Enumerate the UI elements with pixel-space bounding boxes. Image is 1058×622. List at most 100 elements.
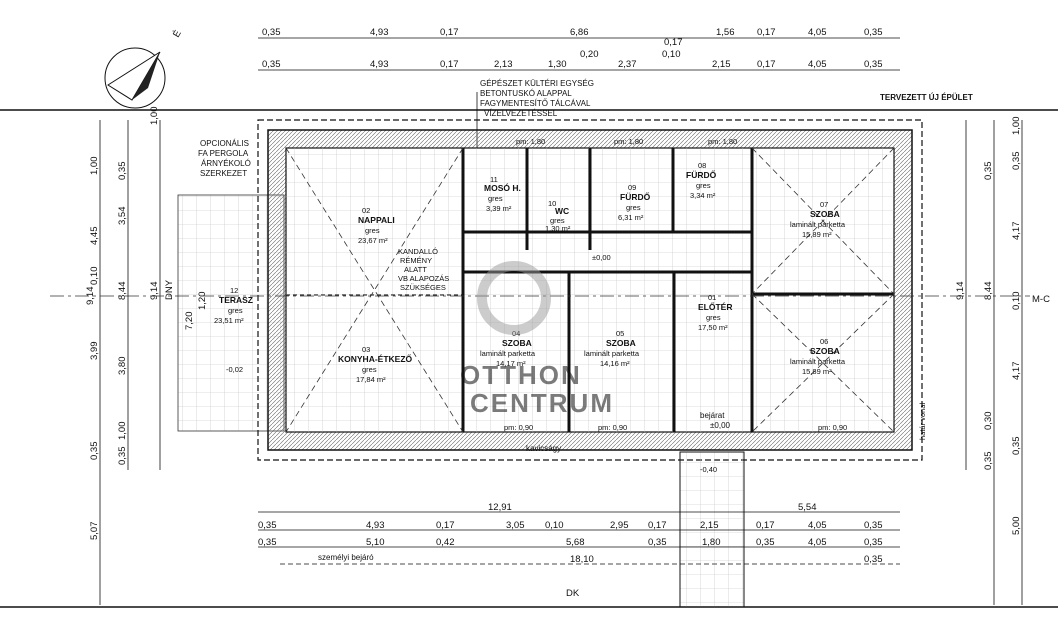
svg-text:laminált parketta: laminált parketta: [480, 349, 536, 358]
svg-text:laminált parketta: laminált parketta: [584, 349, 640, 358]
room-label-terasz: 12 TERASZ gres 23,51 m²: [214, 286, 253, 325]
svg-text:0,35: 0,35: [262, 27, 281, 38]
svg-text:6,31 m²: 6,31 m²: [618, 213, 644, 222]
svg-text:gres: gres: [550, 216, 565, 225]
svg-text:9,14: 9,14: [955, 282, 966, 301]
svg-text:0,17: 0,17: [440, 59, 459, 70]
svg-text:SZÜKSÉGES: SZÜKSÉGES: [400, 283, 446, 292]
svg-text:VB ALAPOZÁS: VB ALAPOZÁS: [398, 274, 449, 283]
svg-text:laminált parketta: laminált parketta: [790, 357, 846, 366]
top-dimension-row-1: 0,35 4,93 0,17 6,86 0,17 1,56 0,17 4,05 …: [258, 27, 900, 48]
north-arrow-icon: [104, 47, 166, 109]
svg-text:pm: 1,80: pm: 1,80: [708, 137, 737, 146]
svg-text:pm: 0,90: pm: 0,90: [504, 423, 533, 432]
svg-text:7,20: 7,20: [184, 312, 195, 331]
svg-text:0,17: 0,17: [757, 27, 776, 38]
svg-text:0,35: 0,35: [864, 27, 883, 38]
room-label-konyha: 03 KONYHA-ÉTKEZŐ gres 17,84 m²: [338, 345, 413, 384]
mc-line-label: M-C: [1032, 294, 1050, 305]
svg-text:14,17 m²: 14,17 m²: [496, 359, 526, 368]
svg-text:07: 07: [820, 200, 828, 209]
svg-text:0,17: 0,17: [756, 520, 775, 531]
svg-text:ÁRNYÉKOLÓ: ÁRNYÉKOLÓ: [201, 159, 251, 168]
level-marker-walkway: -0,40: [700, 465, 717, 474]
svg-text:11: 11: [490, 175, 498, 184]
svg-text:3,54: 3,54: [117, 207, 128, 226]
svg-text:02: 02: [362, 206, 370, 215]
svg-text:pm: 1,80: pm: 1,80: [614, 137, 643, 146]
ceiling-diagonals: [285, 147, 895, 433]
svg-text:14,16 m²: 14,16 m²: [600, 359, 630, 368]
svg-text:SZOBA: SZOBA: [810, 346, 840, 356]
svg-text:OPCIONÁLIS: OPCIONÁLIS: [200, 139, 249, 148]
room-label-furdo-08: 08 FÜRDŐ gres 3,34 m²: [686, 161, 717, 200]
svg-text:0,42: 0,42: [436, 537, 455, 548]
svg-text:4,05: 4,05: [808, 520, 827, 531]
svg-text:1,00: 1,00: [89, 157, 100, 176]
svg-text:1,00: 1,00: [1011, 117, 1022, 136]
svg-text:0,35: 0,35: [262, 59, 281, 70]
svg-text:1,00: 1,00: [117, 422, 128, 441]
room-label-nappali: 02 NAPPALI gres 23,67 m²: [358, 206, 395, 245]
svg-text:pm: 0,90: pm: 0,90: [598, 423, 627, 432]
room-label-eloter: 01 ELŐTÉR gres 17,50 m²: [698, 293, 732, 332]
svg-text:9,14: 9,14: [85, 287, 96, 306]
svg-text:0,35: 0,35: [258, 520, 277, 531]
svg-text:gres: gres: [228, 306, 243, 315]
svg-text:0,35: 0,35: [89, 442, 100, 461]
svg-text:4,17: 4,17: [1011, 222, 1022, 241]
svg-text:SZOBA: SZOBA: [606, 338, 636, 348]
svg-text:3,34 m²: 3,34 m²: [690, 191, 716, 200]
svg-text:0,35: 0,35: [864, 537, 883, 548]
svg-text:0,35: 0,35: [648, 537, 667, 548]
svg-text:gres: gres: [362, 365, 377, 374]
room-label-moso: 11 MOSÓ H. gres 3,39 m²: [484, 175, 521, 213]
svg-text:0,35: 0,35: [864, 59, 883, 70]
svg-text:4,93: 4,93: [366, 520, 385, 531]
svg-text:KANDALLÓ: KANDALLÓ: [398, 247, 438, 256]
svg-text:2,15: 2,15: [712, 59, 731, 70]
room-label-szoba-07: 07 SZOBA laminált parketta 15,89 m²: [790, 200, 846, 239]
svg-text:gres: gres: [706, 313, 721, 322]
watermark-logo: OTTHON CENTRUM: [460, 261, 612, 418]
svg-text:10: 10: [548, 199, 556, 208]
svg-text:SZOBA: SZOBA: [810, 209, 840, 219]
svg-text:KONYHA-ÉTKEZŐ: KONYHA-ÉTKEZŐ: [338, 353, 413, 364]
svg-text:2,15: 2,15: [700, 520, 719, 531]
svg-text:SZERKEZET: SZERKEZET: [200, 169, 247, 178]
svg-text:VÍZELVEZETÉSSEL: VÍZELVEZETÉSSEL: [484, 109, 558, 118]
svg-text:4,93: 4,93: [370, 27, 389, 38]
right-dimension-column-mid: 0,35 8,44 0,30 0,35: [983, 120, 995, 605]
bottom-dimension-row-3: személyi bejáró 18,10 0,35: [280, 553, 900, 565]
new-building-label: TERVEZETT ÚJ ÉPÜLET: [880, 93, 973, 102]
interior-walls: [286, 148, 894, 432]
fireplace-note: KANDALLÓ RÉMÉNY ALATT VB ALAPOZÁS SZÜKSÉ…: [398, 247, 449, 292]
svg-text:8,44: 8,44: [117, 282, 128, 301]
svg-text:0,10: 0,10: [545, 520, 564, 531]
svg-text:0,35: 0,35: [117, 162, 128, 181]
dk-label: DK: [566, 588, 580, 599]
svg-text:ELŐTÉR: ELŐTÉR: [698, 301, 732, 312]
entrance-label: bejárat: [700, 411, 725, 420]
svg-text:06: 06: [820, 337, 828, 346]
svg-text:09: 09: [628, 183, 636, 192]
svg-text:1,80: 1,80: [702, 537, 721, 548]
svg-text:GÉPÉSZET KÜLTÉRI EGYSÉG: GÉPÉSZET KÜLTÉRI EGYSÉG: [480, 79, 594, 88]
svg-text:1,00: 1,00: [149, 107, 160, 126]
svg-text:0,35: 0,35: [1011, 152, 1022, 171]
svg-text:WC: WC: [555, 206, 569, 216]
svg-text:1,56: 1,56: [716, 27, 735, 38]
svg-text:4,05: 4,05: [808, 537, 827, 548]
svg-text:0,10: 0,10: [89, 267, 100, 286]
svg-text:3,99: 3,99: [89, 342, 100, 361]
svg-text:1,30: 1,30: [548, 59, 567, 70]
svg-text:gres: gres: [488, 194, 503, 203]
svg-text:0,17: 0,17: [664, 37, 683, 48]
svg-text:TERASZ: TERASZ: [219, 295, 253, 305]
svg-text:2,37: 2,37: [618, 59, 637, 70]
svg-text:23,67 m²: 23,67 m²: [358, 236, 388, 245]
svg-text:0,35: 0,35: [258, 537, 277, 548]
svg-text:17,50 m²: 17,50 m²: [698, 323, 728, 332]
svg-text:gres: gres: [696, 181, 711, 190]
left-dimension-column-mid: 0,35 3,54 8,44 3,80 1,00 0,35: [117, 120, 129, 470]
